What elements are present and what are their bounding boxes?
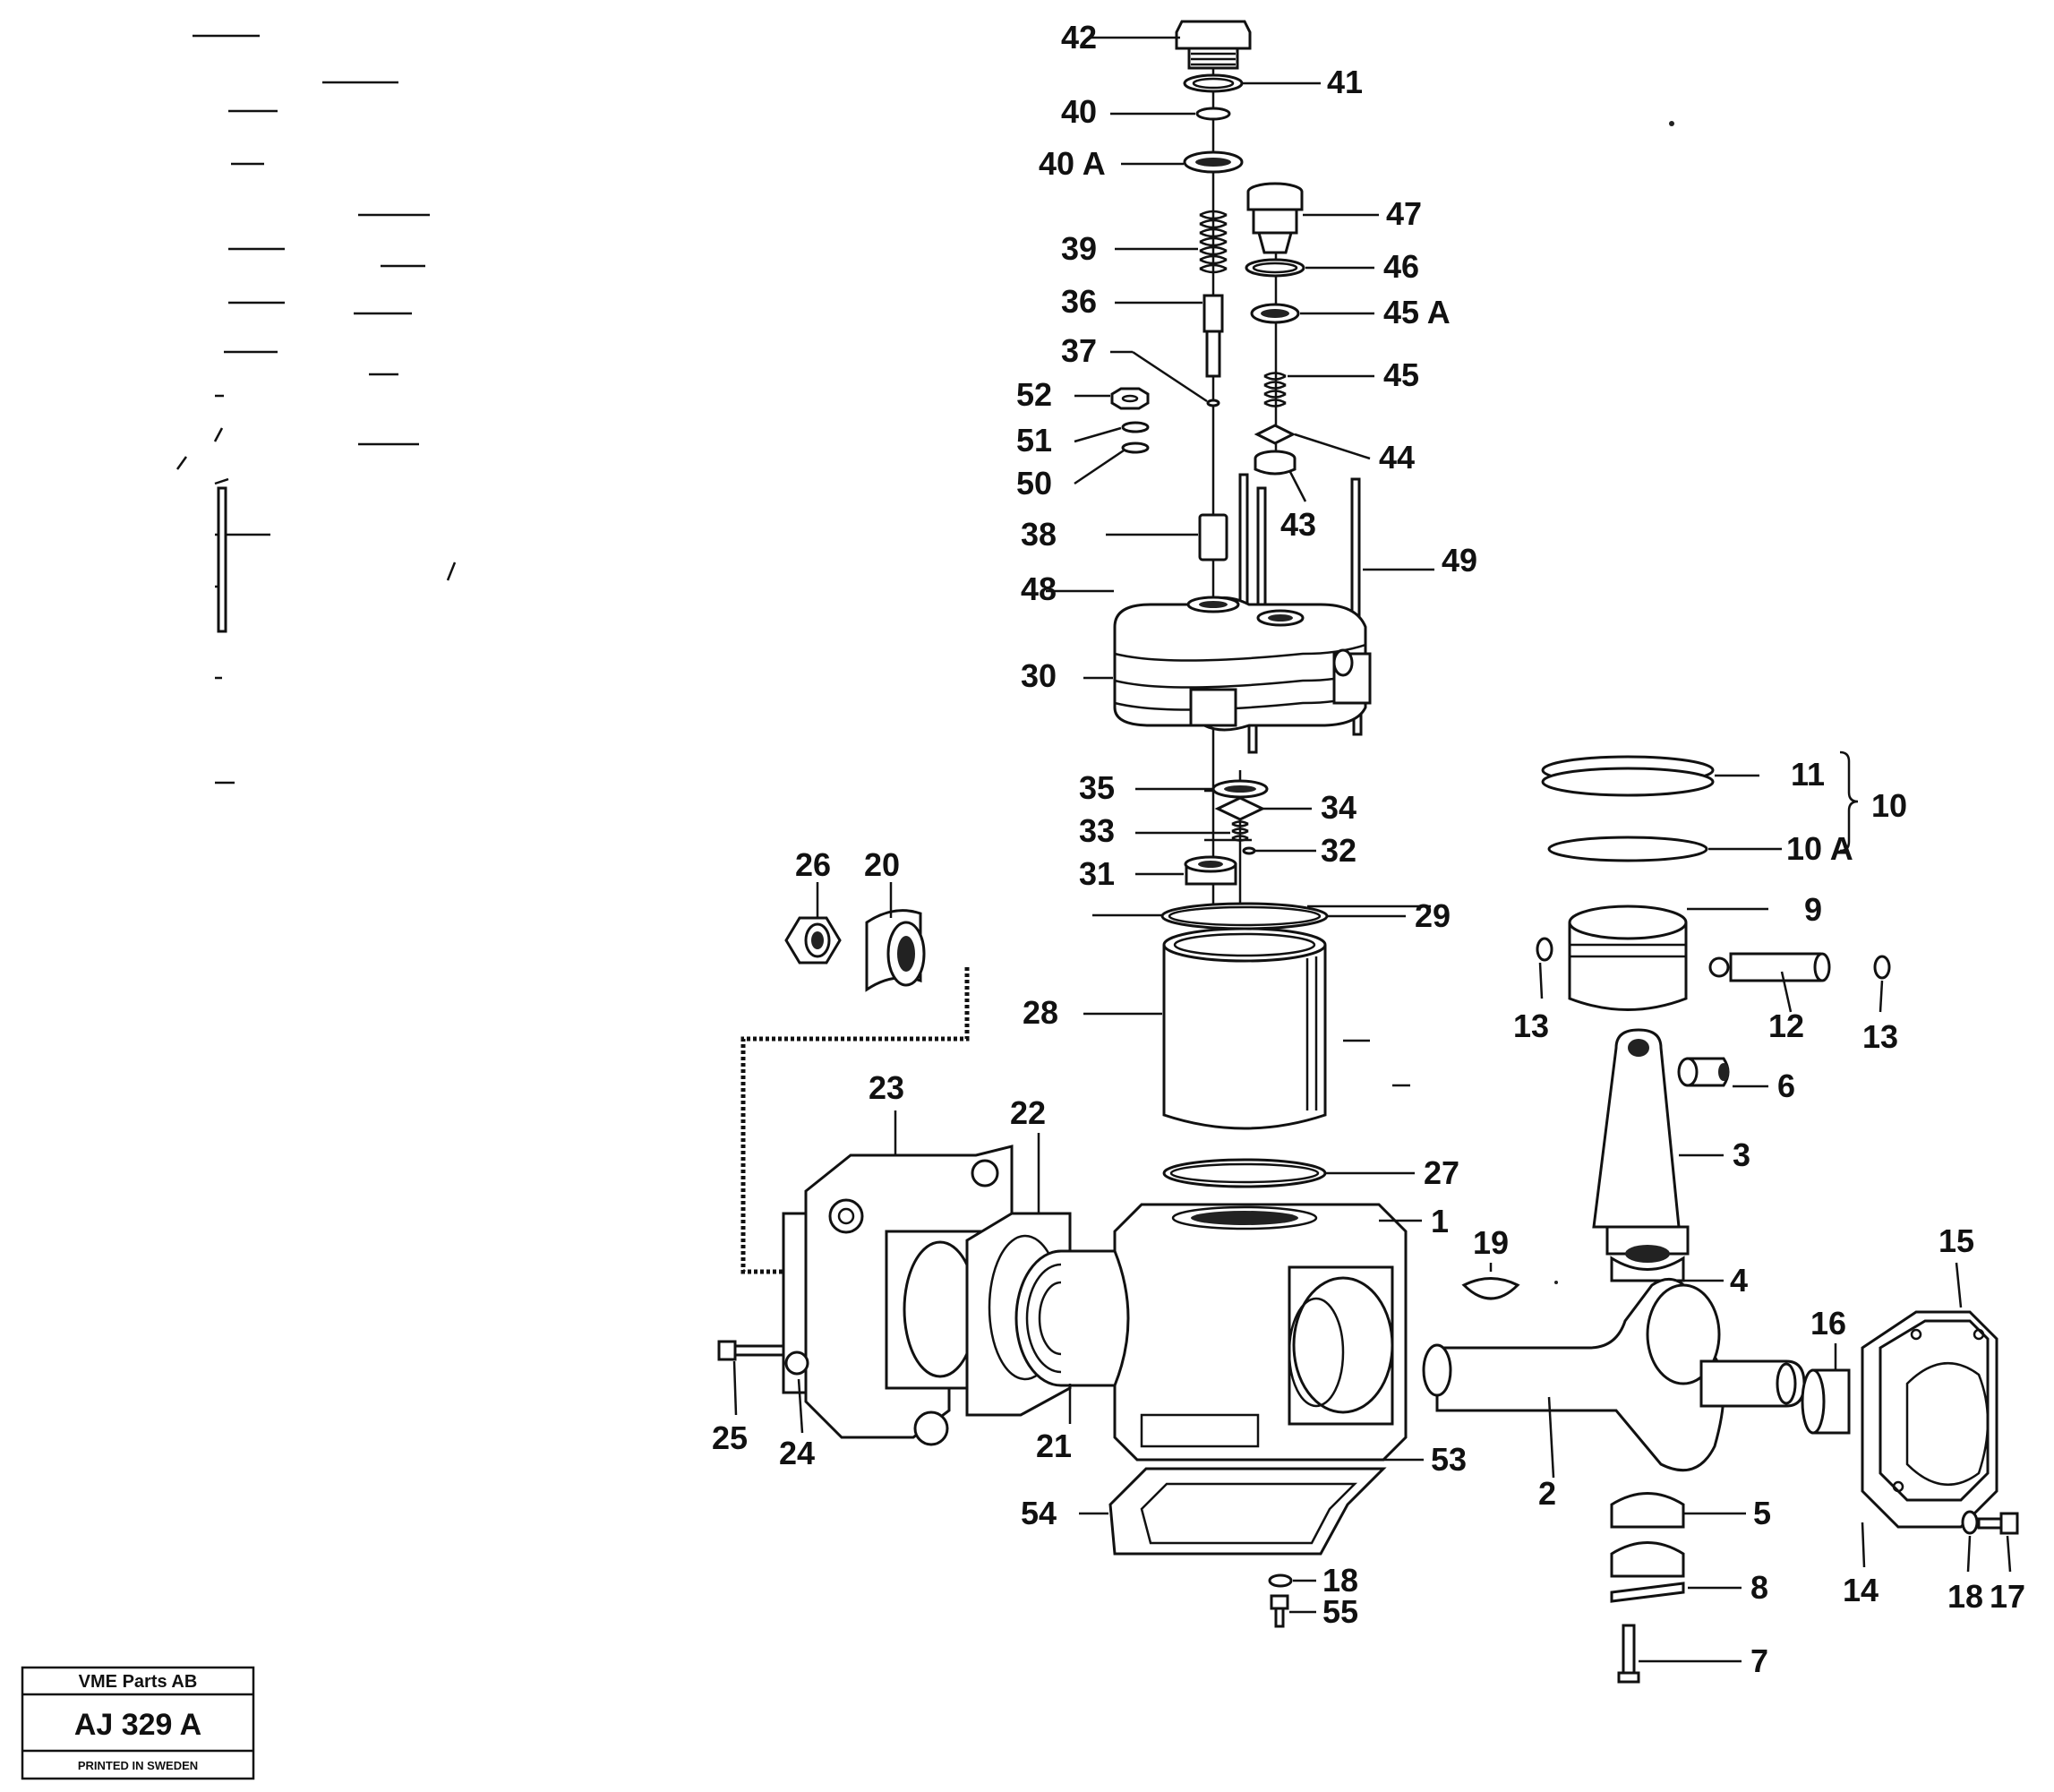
leader-lines bbox=[175, 34, 1431, 1087]
callout-25: 25 bbox=[712, 1419, 748, 1456]
callout-21: 21 bbox=[1036, 1428, 1072, 1464]
callout-37: 37 bbox=[1061, 332, 1097, 369]
callout-22: 22 bbox=[1010, 1094, 1046, 1131]
callout-15: 15 bbox=[1938, 1222, 1974, 1259]
callout-48: 48 bbox=[1021, 570, 1057, 607]
cylinder-head bbox=[217, 473, 1372, 754]
callout-11: 11 bbox=[1791, 756, 1825, 793]
callout-10: 10 bbox=[1871, 787, 1907, 824]
callout-41: 41 bbox=[1327, 64, 1363, 100]
callout-45: 45 bbox=[1383, 356, 1419, 393]
callout-42: 42 bbox=[1061, 19, 1097, 56]
cylinder-liner bbox=[1083, 902, 1415, 1188]
ball-bearing bbox=[1014, 1249, 1130, 1424]
piston-assembly bbox=[1536, 750, 1891, 1013]
callout-29: 29 bbox=[1415, 897, 1451, 934]
callout-18-right: 18 bbox=[1947, 1578, 1983, 1615]
base-gasket bbox=[1079, 1458, 1424, 1628]
callout-46: 46 bbox=[1383, 248, 1419, 285]
rod-cap bbox=[1610, 1492, 1746, 1684]
stamp-printed: PRINTED IN SWEDEN bbox=[78, 1759, 198, 1772]
callout-54: 54 bbox=[1021, 1495, 1057, 1531]
callout-35: 35 bbox=[1079, 769, 1115, 806]
callout-9: 9 bbox=[1804, 891, 1822, 928]
callout-32: 32 bbox=[1321, 832, 1356, 869]
callout-47: 47 bbox=[1386, 195, 1422, 232]
callout-34: 34 bbox=[1321, 789, 1356, 826]
callout-31: 31 bbox=[1079, 855, 1115, 892]
callout-43: 43 bbox=[1280, 506, 1316, 543]
callout-26: 26 bbox=[795, 846, 831, 883]
callout-55: 55 bbox=[1322, 1593, 1358, 1630]
callout-49: 49 bbox=[1442, 542, 1477, 579]
callout-40a: 40 A bbox=[1039, 145, 1106, 182]
callout-16: 16 bbox=[1810, 1305, 1846, 1342]
valve-stack-left bbox=[1091, 20, 1321, 905]
callout-38: 38 bbox=[1021, 516, 1057, 553]
callout-45a: 45 A bbox=[1383, 294, 1451, 330]
lower-valve-stack bbox=[1135, 770, 1316, 931]
crankcase bbox=[1113, 1203, 1422, 1462]
bolt-lockwasher bbox=[717, 1212, 809, 1434]
stamp-company: VME Parts AB bbox=[79, 1672, 198, 1692]
callout-52: 52 bbox=[1016, 376, 1052, 413]
callout-12: 12 bbox=[1768, 1007, 1804, 1044]
callout-40: 40 bbox=[1061, 93, 1097, 130]
bearing-housing bbox=[804, 1110, 1014, 1446]
small-nut-washers bbox=[1074, 387, 1150, 485]
scan-specks bbox=[1554, 121, 1674, 1284]
callout-51: 51 bbox=[1016, 422, 1052, 459]
title-stamp: VME Parts AB AJ 329 A PRINTED IN SWEDEN bbox=[21, 1666, 255, 1780]
callout-23: 23 bbox=[869, 1069, 904, 1106]
callout-28: 28 bbox=[1023, 994, 1058, 1031]
callout-5: 5 bbox=[1753, 1495, 1771, 1531]
callout-10a: 10 A bbox=[1786, 830, 1853, 867]
callout-13-left: 13 bbox=[1513, 1007, 1549, 1044]
crankshaft bbox=[1422, 1263, 1806, 1479]
callout-labels: 42 41 40 40 A 47 39 46 36 45 A 37 45 52 … bbox=[712, 19, 2025, 1679]
callout-24: 24 bbox=[779, 1435, 815, 1471]
callout-36: 36 bbox=[1061, 283, 1097, 320]
callout-17: 17 bbox=[1990, 1578, 2025, 1615]
callout-4: 4 bbox=[1730, 1262, 1748, 1299]
callout-18-center: 18 bbox=[1322, 1562, 1358, 1599]
callout-27: 27 bbox=[1424, 1154, 1459, 1191]
callout-7: 7 bbox=[1750, 1642, 1768, 1679]
callout-39: 39 bbox=[1061, 230, 1097, 267]
drive-nut-bushing bbox=[740, 882, 970, 1274]
stamp-code: AJ 329 A bbox=[74, 1708, 201, 1742]
callout-14: 14 bbox=[1843, 1572, 1879, 1608]
callout-53: 53 bbox=[1431, 1441, 1467, 1478]
valve-stack-right bbox=[1245, 182, 1379, 502]
callout-44: 44 bbox=[1379, 439, 1415, 476]
callout-19: 19 bbox=[1473, 1224, 1509, 1261]
callout-50: 50 bbox=[1016, 465, 1052, 502]
callout-6: 6 bbox=[1777, 1067, 1795, 1104]
connecting-rod bbox=[1592, 1028, 1768, 1282]
callout-30: 30 bbox=[1021, 657, 1057, 694]
callout-20: 20 bbox=[864, 846, 900, 883]
callout-3: 3 bbox=[1733, 1136, 1750, 1173]
callout-1: 1 bbox=[1431, 1203, 1449, 1239]
callout-8: 8 bbox=[1750, 1569, 1768, 1606]
callout-33: 33 bbox=[1079, 812, 1115, 849]
end-cover bbox=[1801, 1262, 2019, 1573]
callout-2: 2 bbox=[1538, 1475, 1556, 1512]
callout-13-right: 13 bbox=[1862, 1018, 1898, 1055]
